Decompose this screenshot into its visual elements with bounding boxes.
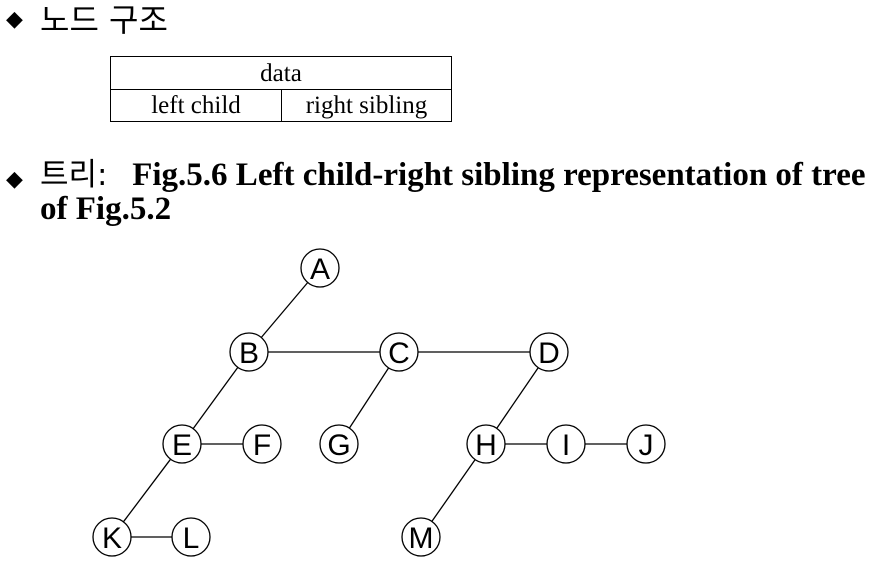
- node-circle: [529, 332, 569, 372]
- node-label: E: [172, 429, 192, 462]
- child-sibling-row: left child right sibling: [111, 90, 451, 121]
- tree-node-C: C: [379, 332, 419, 372]
- left-child-edge-B-E: [192, 366, 239, 430]
- figure-caption-heading: 트리: Fig.5.6 Left child-right sibling rep…: [40, 158, 885, 226]
- tree-node-L: L: [171, 517, 211, 557]
- node-label: B: [239, 337, 259, 370]
- node-label: D: [538, 337, 560, 370]
- node-circle: [626, 424, 666, 464]
- node-label: M: [409, 522, 434, 555]
- tree-node-K: K: [92, 517, 132, 557]
- node-circle: [242, 424, 282, 464]
- left-child-edge-E-K: [122, 458, 172, 523]
- left-child-edge-C-G: [348, 367, 390, 429]
- bullet-diamond-1: ◆: [6, 7, 23, 32]
- node-label: K: [102, 522, 122, 555]
- left-child-edge-D-H: [496, 367, 539, 429]
- node-label: I: [562, 429, 570, 462]
- node-label: L: [183, 522, 200, 555]
- node-label: A: [310, 253, 330, 286]
- tree-node-M: M: [401, 517, 441, 557]
- tree-node-E: E: [162, 424, 202, 464]
- tree-node-D: D: [529, 332, 569, 372]
- node-circle: [546, 424, 586, 464]
- node-circle: [300, 248, 340, 288]
- tree-node-F: F: [242, 424, 282, 464]
- node-circle: [319, 424, 359, 464]
- left-child-edge-A-B: [260, 282, 309, 338]
- tree-edges: [122, 282, 627, 538]
- left-child-edge-H-M: [431, 459, 476, 522]
- data-field: data: [111, 57, 451, 90]
- bullet-diamond-2: ◆: [6, 167, 23, 192]
- tree-node-G: G: [319, 424, 359, 464]
- tree-node-J: J: [626, 424, 666, 464]
- node-structure-heading: 노드 구조: [40, 1, 168, 39]
- figure-caption: Fig.5.6 Left child-right sibling represe…: [40, 157, 866, 227]
- node-circle: [92, 517, 132, 557]
- right-sibling-field: right sibling: [305, 92, 428, 119]
- node-circle: [229, 332, 269, 372]
- node-circle: [466, 424, 506, 464]
- node-structure-box: data left child right sibling: [110, 56, 452, 122]
- node-circle: [162, 424, 202, 464]
- node-circle: [379, 332, 419, 372]
- node-label: J: [639, 429, 654, 462]
- node-circle: [401, 517, 441, 557]
- node-label: F: [253, 429, 271, 462]
- node-label: G: [327, 429, 350, 462]
- left-child-field: left child: [111, 90, 282, 121]
- tree-label: 트리:: [40, 157, 108, 193]
- node-label: H: [475, 429, 497, 462]
- tree-node-H: H: [466, 424, 506, 464]
- tree-node-A: A: [300, 248, 340, 288]
- tree-nodes: A B C D E F G H I J K L M: [92, 248, 666, 557]
- tree-node-B: B: [229, 332, 269, 372]
- node-label: C: [388, 337, 410, 370]
- node-circle: [171, 517, 211, 557]
- tree-node-I: I: [546, 424, 586, 464]
